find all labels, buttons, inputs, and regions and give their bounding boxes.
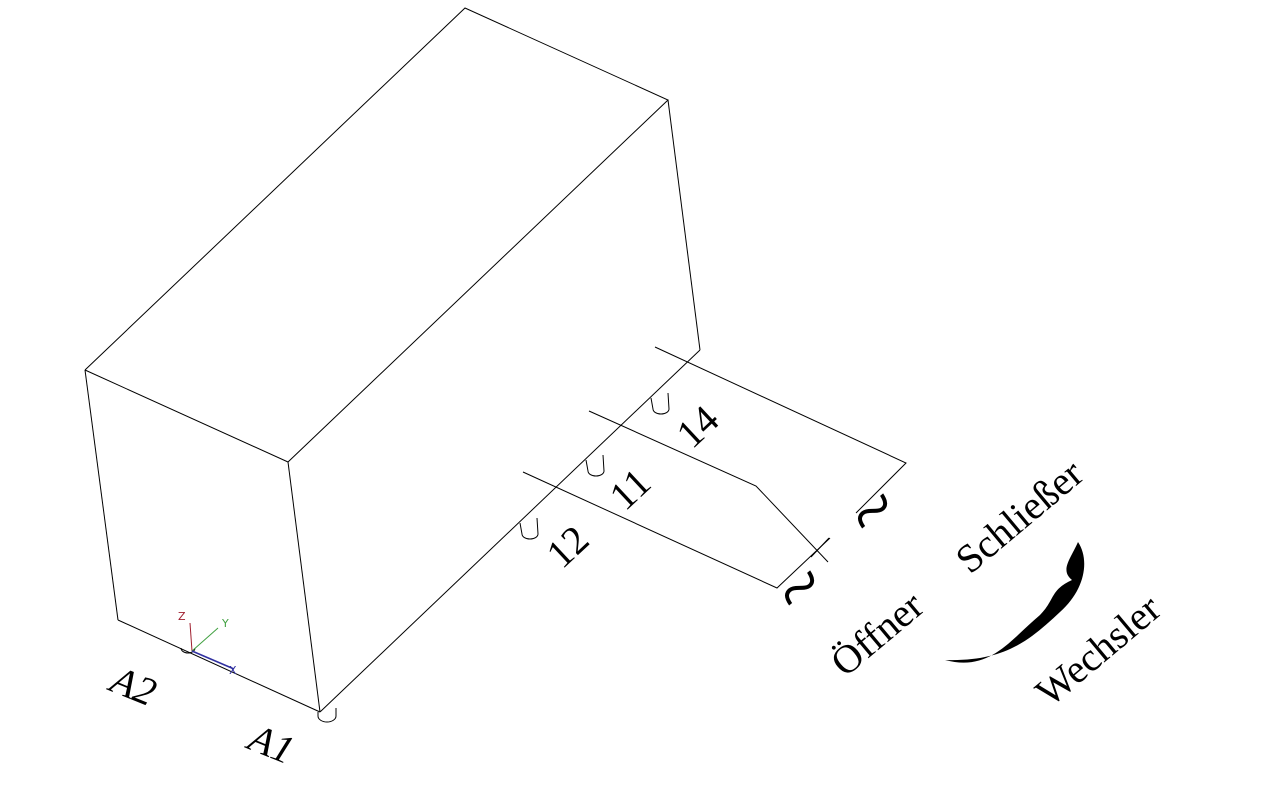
contact-lines — [522, 346, 907, 589]
y-axis-label: Y — [221, 617, 229, 630]
terminal-label-14: 14 — [667, 396, 727, 456]
pins — [180, 392, 670, 723]
relay-body — [84, 7, 701, 713]
x-axis-label: X — [229, 664, 237, 677]
relay-edge — [667, 99, 701, 351]
brace-normally-open-icon: ~ — [828, 464, 918, 559]
ucs-icon: Z Y X — [178, 610, 237, 677]
z-axis-label: Z — [178, 610, 186, 623]
terminal-label-a2: A2 — [102, 655, 163, 714]
terminal-label-a1: A1 — [240, 713, 301, 772]
pin-12 — [519, 517, 539, 540]
normally-closed-line — [522, 471, 831, 589]
relay-edge — [319, 349, 701, 713]
pin-a1 — [317, 708, 337, 723]
pin-11 — [585, 454, 605, 477]
label-oeffner: Öffner — [822, 582, 932, 685]
z-axis-icon — [189, 622, 193, 652]
pin-14 — [650, 392, 670, 415]
terminal-label-11: 11 — [600, 459, 659, 518]
pin-a2 — [180, 647, 196, 654]
brace-changeover-icon — [945, 542, 1085, 663]
relay-edge — [287, 461, 321, 713]
x-axis-icon — [191, 650, 235, 670]
relay-edge — [117, 619, 321, 713]
relay-top-face — [84, 7, 669, 463]
normally-open-line — [654, 346, 907, 514]
relay-edge — [84, 369, 119, 621]
y-axis-icon — [191, 627, 219, 652]
terminal-label-12: 12 — [537, 516, 597, 576]
brace-normally-closed-icon: ~ — [755, 541, 845, 636]
common-line — [588, 410, 829, 563]
